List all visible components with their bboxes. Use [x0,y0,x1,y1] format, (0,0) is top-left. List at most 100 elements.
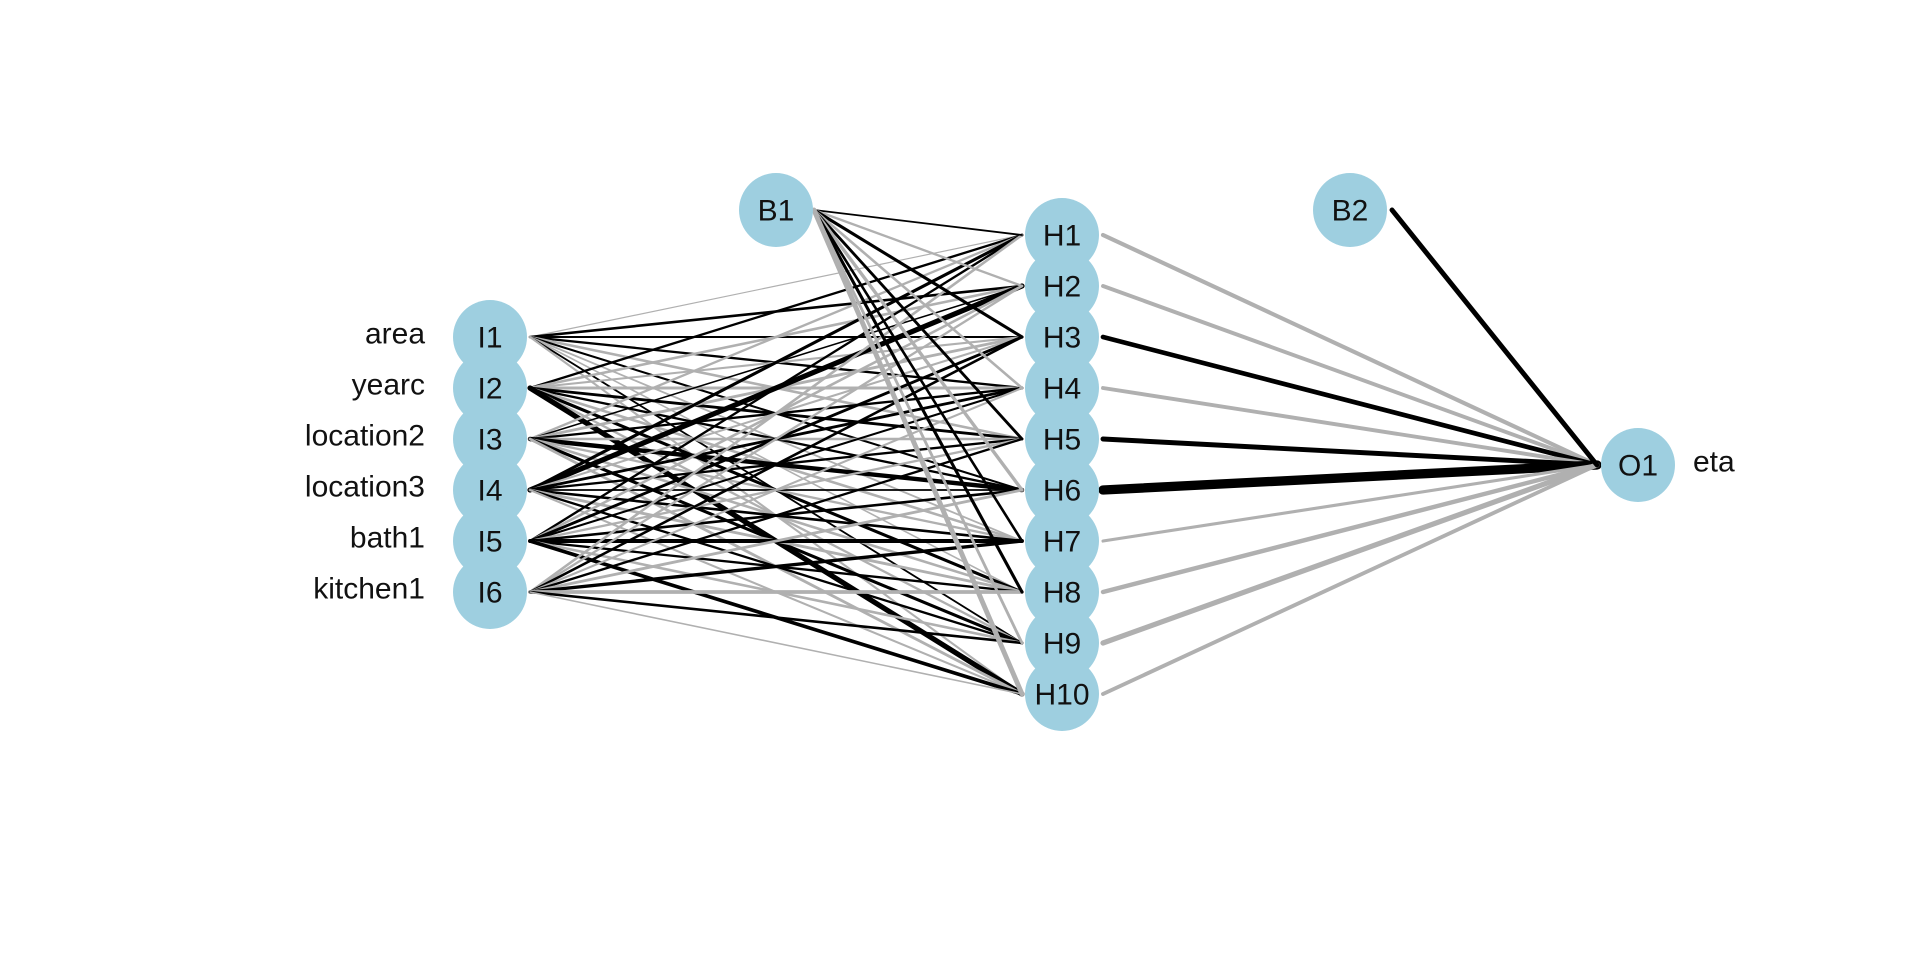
edge-H7-O1 [1101,463,1599,543]
edge-I6-H10 [529,591,1023,695]
edge-B1-H2 [812,208,1024,288]
hidden-node-H7: H7 [1025,504,1099,578]
hidden-node-H8-circle [1025,555,1099,629]
edge-H8-O1 [1100,462,1600,595]
bias-node-B2-label: B2 [1332,195,1369,228]
edge-I6-H7 [528,539,1024,594]
hidden-node-H2-circle [1025,249,1099,323]
hidden-node-H9: H9 [1025,606,1099,680]
edge-B1-H3 [812,208,1024,339]
edge-B1-H1 [813,209,1023,236]
bias-node-B1-circle [739,173,813,247]
edge-I6-H2 [528,284,1024,594]
output-node-O1: O1 [1601,428,1675,502]
input-node-I2-label: I2 [477,373,502,406]
bias-node-B1: B1 [739,173,813,247]
input-node-I6-circle [453,555,527,629]
hidden-node-H3: H3 [1025,300,1099,374]
output-variable-O1: eta [1693,446,1735,479]
edge-H1-O1 [1100,232,1600,468]
edge-I1-H1 [529,234,1023,338]
edge-H9-O1 [1100,462,1600,646]
input-node-I4-label: I4 [477,475,502,508]
edge-B2-O1 [1389,207,1600,468]
edge-I6-H5 [528,437,1024,594]
input-node-I6: I6 [453,555,527,629]
edge-B1-H7 [812,208,1024,543]
edge-B1-H5 [812,208,1024,441]
edge-H2-O1 [1101,284,1599,467]
input-node-I6-label: I6 [477,577,502,610]
edge-I6-H9 [528,590,1024,645]
hidden-node-H7-label: H7 [1043,526,1081,559]
hidden-node-H7-circle [1025,504,1099,578]
edge-H5-O1 [1100,436,1600,468]
hidden-node-H3-circle [1025,300,1099,374]
input-node-I3-label: I3 [477,424,502,457]
hidden-node-H6-label: H6 [1043,475,1081,508]
connection-weights [527,207,1602,697]
hidden-node-H4-label: H4 [1043,373,1081,406]
input-node-I5-label: I5 [477,526,502,559]
edge-H10-O1 [1101,463,1599,696]
hidden-node-H4: H4 [1025,351,1099,425]
edge-B1-H10 [811,207,1025,697]
input-variable-I5: bath1 [350,522,425,555]
hidden-node-H6-circle [1025,453,1099,527]
edge-B1-H9 [812,208,1024,645]
hidden-node-H4-circle [1025,351,1099,425]
input-node-I1-circle [453,300,527,374]
bias-node-B2-circle [1313,173,1387,247]
edge-I3-H1 [528,233,1024,441]
input-node-I4: I4 [453,453,527,527]
input-node-I5: I5 [453,504,527,578]
hidden-node-H8-label: H8 [1043,577,1081,610]
hidden-node-H1-circle [1025,198,1099,272]
edge-B1-H4 [812,208,1024,390]
hidden-node-H2-label: H2 [1043,271,1081,304]
input-node-I3-circle [453,402,527,476]
output-node-O1-circle [1601,428,1675,502]
hidden-node-H5-label: H5 [1043,424,1081,457]
input-node-I1-label: I1 [477,322,502,355]
bias-node-B1-label: B1 [758,195,795,228]
input-node-I4-circle [453,453,527,527]
edge-B1-H8 [812,208,1024,594]
input-variable-I6: kitchen1 [313,573,425,606]
edge-H3-O1 [1100,334,1600,468]
edge-I2-H1 [528,233,1024,390]
hidden-node-H10-circle [1025,657,1099,731]
hidden-node-H5: H5 [1025,402,1099,476]
hidden-node-H10-label: H10 [1034,679,1089,712]
hidden-node-H9-label: H9 [1043,628,1081,661]
hidden-node-H9-circle [1025,606,1099,680]
input-node-I2: I2 [453,351,527,425]
input-variable-I1: area [365,318,425,351]
bias-node-B2: B2 [1313,173,1387,247]
output-node-O1-label: O1 [1618,450,1658,483]
input-node-I5-circle [453,504,527,578]
input-variable-I4: location3 [305,471,425,504]
hidden-node-H1: H1 [1025,198,1099,272]
variable-labels: area yearc location2 location3 bath1 kitchen1… [305,318,1735,606]
input-node-I3: I3 [453,402,527,476]
input-variable-I3: location2 [305,420,425,453]
edge-H4-O1 [1101,386,1599,467]
edge-I6-H4 [528,386,1024,594]
edge-I4-H1 [528,233,1024,492]
hidden-node-H8: H8 [1025,555,1099,629]
input-node-I1: I1 [453,300,527,374]
hidden-node-H3-label: H3 [1043,322,1081,355]
edge-H6-O1 [1098,460,1602,495]
input-variable-I2: yearc [352,369,425,402]
hidden-node-H6: H6 [1025,453,1099,527]
edge-B1-H6 [812,208,1024,492]
hidden-node-H1-label: H1 [1043,220,1081,253]
edge-I6-H1 [528,233,1024,594]
input-node-I2-circle [453,351,527,425]
hidden-node-H10: H10 [1025,657,1099,731]
hidden-node-H2: H2 [1025,249,1099,323]
hidden-node-H5-circle [1025,402,1099,476]
